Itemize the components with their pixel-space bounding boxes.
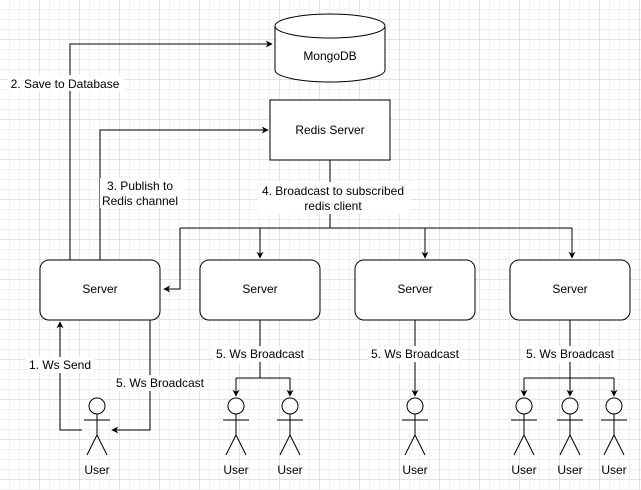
user-actor: User — [511, 397, 537, 477]
user-actor: User — [601, 397, 627, 477]
redis-server-node: Redis Server — [269, 99, 391, 161]
user-head — [227, 397, 245, 415]
user-head — [605, 397, 623, 415]
user-body — [277, 414, 303, 456]
svg-text:2. Save to Database: 2. Save to Database — [11, 77, 120, 91]
label-ws-broadcast-3: 5. Ws Broadcast — [368, 346, 462, 362]
server-node-3: Server — [354, 259, 476, 321]
user-actor: User — [277, 397, 303, 477]
label-ws-broadcast-1: 5. Ws Broadcast — [113, 375, 207, 391]
svg-text:1. Ws Send: 1. Ws Send — [29, 358, 91, 372]
user-head — [515, 397, 533, 415]
label-ws-send: 1. Ws Send — [26, 357, 94, 373]
mongodb-node: MongoDB — [274, 13, 386, 83]
edge-ws-broadcast-1 — [111, 320, 151, 434]
user-body — [402, 414, 428, 456]
svg-text:5. Ws Broadcast: 5. Ws Broadcast — [526, 347, 615, 361]
server-label-1: Server — [82, 282, 117, 296]
user-label: User — [223, 463, 248, 477]
user-head — [406, 397, 424, 415]
user-actor: User — [402, 397, 428, 477]
mongodb-label: MongoDB — [303, 49, 356, 63]
user-label: User — [557, 463, 582, 477]
user-body — [557, 414, 583, 456]
user-body — [601, 414, 627, 456]
user-body — [223, 414, 249, 456]
svg-text:4. Broadcast to subscribed: 4. Broadcast to subscribed — [262, 184, 404, 198]
user-head — [88, 397, 106, 415]
edge-redis-to-server1 — [163, 228, 181, 293]
label-save-to-database: 2. Save to Database — [8, 75, 124, 91]
user-label: User — [402, 463, 427, 477]
user-actor: User — [84, 397, 110, 477]
user-label: User — [84, 463, 109, 477]
svg-text:5. Ws Broadcast: 5. Ws Broadcast — [216, 347, 305, 361]
edge-ws-send — [56, 321, 82, 431]
user-actor: User — [223, 397, 249, 477]
user-body — [511, 414, 537, 456]
users-layer: User User User User User User User — [84, 397, 627, 477]
server-label-2: Server — [242, 282, 277, 296]
label-ws-broadcast-2: 5. Ws Broadcast — [213, 346, 307, 362]
svg-text:3. Publish to: 3. Publish to — [107, 179, 173, 193]
svg-text:Redis channel: Redis channel — [102, 194, 178, 208]
svg-text:redis client: redis client — [304, 199, 362, 213]
label-broadcast-subscribed: 4. Broadcast to subscribed redis client — [258, 182, 410, 214]
edge-save-to-database — [69, 40, 273, 260]
server-node-2: Server — [199, 259, 321, 321]
user-head — [281, 397, 299, 415]
user-label: User — [601, 463, 626, 477]
server-node-4: Server — [509, 259, 631, 321]
user-body — [84, 414, 110, 456]
user-actor: User — [557, 397, 583, 477]
edge-publish-to-redis — [99, 126, 269, 260]
user-label: User — [277, 463, 302, 477]
server-label-3: Server — [397, 282, 432, 296]
user-label: User — [511, 463, 536, 477]
label-publish-to-redis: 3. Publish to Redis channel — [100, 178, 182, 208]
server-label-4: Server — [552, 282, 587, 296]
redis-server-label: Redis Server — [295, 123, 364, 137]
server-node-1: Server — [39, 259, 161, 321]
user-head — [561, 397, 579, 415]
label-ws-broadcast-4: 5. Ws Broadcast — [523, 346, 617, 362]
svg-text:5. Ws Broadcast: 5. Ws Broadcast — [371, 347, 460, 361]
svg-text:5. Ws Broadcast: 5. Ws Broadcast — [116, 376, 205, 390]
